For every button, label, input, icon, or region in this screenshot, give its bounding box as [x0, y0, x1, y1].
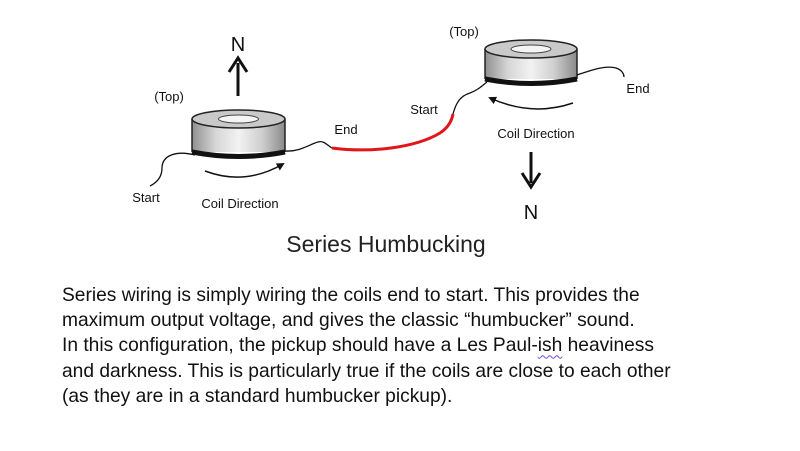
description-line: Series wiring is simply wiring the coils… — [62, 285, 640, 306]
left-coil — [191, 109, 286, 159]
north-arrow-down-icon — [520, 152, 542, 190]
description-text: Series wiring is simply wiring the coils… — [62, 283, 792, 409]
right-end-label: End — [626, 81, 649, 96]
right-coil-direction-label: Coil Direction — [497, 126, 574, 141]
right-north-label: N — [524, 202, 538, 224]
series-connection-wire — [331, 113, 455, 152]
left-start-label: Start — [132, 190, 160, 205]
description-line: and darkness. This is particularly true … — [62, 360, 671, 382]
left-north-label: N — [231, 34, 245, 56]
left-end-label: End — [334, 122, 357, 137]
north-arrow-icon — [227, 55, 249, 96]
right-coil — [484, 39, 578, 86]
description-line: In this configuration, the pickup should… — [62, 333, 792, 358]
left-start-wire — [149, 152, 196, 187]
coil-direction-arrow-icon — [488, 96, 574, 110]
coil-direction-arrow-icon — [204, 162, 285, 178]
description-line: (as they are in a standard humbucker pic… — [62, 385, 453, 407]
right-end-wire — [576, 66, 625, 78]
right-start-label: Start — [410, 102, 438, 117]
left-top-label: (Top) — [154, 89, 184, 104]
description-line: maximum output voltage, and gives the cl… — [62, 310, 635, 332]
left-coil-direction-label: Coil Direction — [201, 196, 278, 211]
right-top-label: (Top) — [449, 24, 479, 39]
diagram-title: Series Humbucking — [286, 231, 486, 257]
description-fragment: In this configuration, the pickup should… — [62, 335, 538, 357]
left-end-wire — [284, 140, 333, 152]
right-start-wire — [452, 81, 488, 115]
description-fragment: heaviness — [562, 335, 654, 357]
series-humbucking-diagram: (Top) N Start End Coil Direction (Top) S… — [132, 24, 649, 224]
spellcheck-underlined-word: ish — [537, 335, 563, 357]
